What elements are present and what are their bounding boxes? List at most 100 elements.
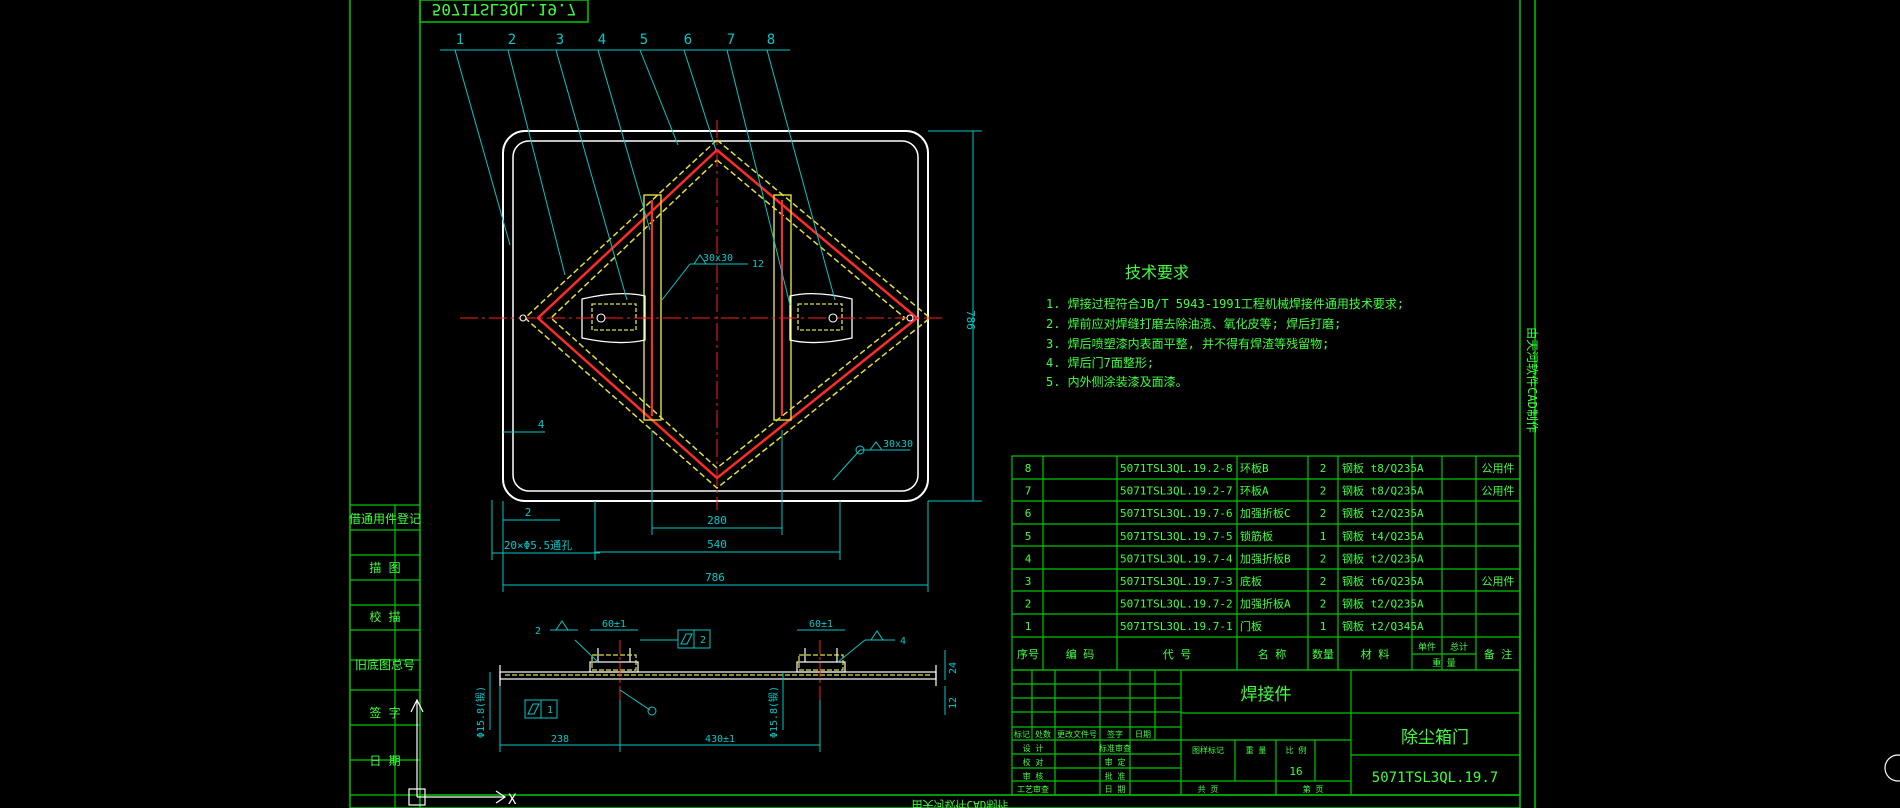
bom-cell-name: 门板 — [1240, 619, 1262, 633]
bom-cell-code: 5071TSL3QL.19.7-5 — [1120, 530, 1233, 543]
flatness-symbol-icon — [527, 633, 693, 715]
balloon-leaders — [440, 49, 836, 306]
bom-cell-mat: 钢板 t4/Q235A — [1342, 529, 1424, 543]
dim-width-540: 540 — [707, 538, 727, 551]
bom-cell-no: 4 — [1025, 552, 1032, 565]
bom-cell-qty: 2 — [1320, 552, 1327, 565]
bom-cell-mat: 钢板 t2/Q345A — [1342, 619, 1424, 633]
bom-cell-qty: 2 — [1320, 507, 1327, 520]
dim-gap-2: 2 — [525, 506, 532, 519]
bom-cell-note: 公用件 — [1482, 462, 1515, 475]
bom-cell-note: 公用件 — [1482, 485, 1515, 498]
bom-cell-qty: 1 — [1320, 530, 1327, 543]
bom-cell-mat: 钢板 t8/Q235A — [1342, 484, 1424, 498]
bom-cell-note: 公用件 — [1482, 575, 1515, 588]
weld-annotation-top — [661, 254, 748, 301]
side-label: 描 图 — [369, 561, 400, 575]
bom-cell-mat: 钢板 t2/Q235A — [1342, 551, 1424, 565]
dim-width: 786 — [705, 571, 725, 584]
tech-item: 2. 焊前应对焊缝打磨去除油渍、氧化皮等; 焊后打磨; — [1046, 316, 1341, 331]
role-label: 工艺审查 — [1017, 784, 1049, 794]
bom-cell-no: 1 — [1025, 620, 1032, 633]
bom-header-cell: 编 码 — [1066, 647, 1095, 661]
bom-header-cell: 序号 — [1017, 647, 1039, 661]
role-label: 设 计 — [1023, 743, 1044, 753]
bom-header-cell: 代 号 — [1163, 648, 1192, 661]
weld-top-num: 12 — [752, 259, 764, 270]
sec-dim-dia-right: Φ15.8(锻) — [767, 686, 780, 738]
rev-header: 更改文件号 — [1057, 729, 1097, 739]
stage-header: 图样标记 — [1192, 745, 1224, 755]
tech-item: 5. 内外侧涂装漆及面漆。 — [1046, 374, 1188, 389]
stage-header: 比 例 — [1286, 745, 1307, 755]
center-lines — [460, 120, 945, 510]
tech-requirements: 技术要求 1. 焊接过程符合JB/T 5943-1991工程机械焊接件通用技术要… — [1046, 263, 1404, 389]
sec-weld-right: 4 — [900, 636, 906, 647]
side-label: 借通用件登记 — [349, 511, 421, 526]
bom-cell-no: 5 — [1025, 530, 1032, 543]
role-label: 校 对 — [1023, 757, 1044, 767]
mounting-holes — [519, 313, 914, 323]
bom-cell-name: 加强折板B — [1240, 551, 1291, 565]
dim-width-280: 280 — [707, 514, 727, 527]
ucs-x-axis-label: X — [508, 792, 517, 808]
bom-cell-mat: 钢板 t6/Q235A — [1342, 574, 1424, 588]
side-stamp-labels: 借通用件登记 描 图 校 描 旧底图总号 签 字 日 期 — [349, 511, 421, 768]
bom-cell-mat: 钢板 t2/Q235A — [1342, 597, 1424, 611]
sec-dim-h1: 24 — [948, 662, 959, 674]
role-label: 审 定 — [1105, 757, 1126, 767]
bom-header-cell: 重 量 — [1432, 657, 1455, 669]
rev-header: 标记 — [1014, 729, 1030, 739]
sec-flat-num: 1 — [547, 705, 553, 716]
rev-header: 日期 — [1135, 730, 1151, 739]
sec-weld-left: 2 — [535, 626, 541, 637]
balloon: 6 — [684, 32, 692, 48]
bom-header-cell: 数量 — [1312, 648, 1334, 661]
bottom-label: 由天河软件CAD制作 — [912, 798, 1009, 808]
ucs-icon: X — [408, 698, 517, 808]
part-name: 除尘箱门 — [1401, 728, 1469, 748]
sec-flat-top-num: 2 — [700, 635, 706, 646]
role-label: 批 准 — [1105, 771, 1126, 781]
role-label: 标准审查 — [1099, 743, 1131, 753]
rev-header: 处数 — [1035, 729, 1051, 739]
section-view: 238 430±1 Φ15.8(锻) Φ15.8(锻) 60±1 60±1 24… — [474, 619, 959, 752]
balloon: 4 — [598, 32, 606, 48]
tech-item: 3. 焊后喷塑漆内表面平整, 并不得有焊渣等残留物; — [1046, 336, 1329, 351]
bom-header-cell: 名 称 — [1258, 647, 1287, 661]
bom-cell-no: 6 — [1025, 507, 1032, 520]
bom-cell-name: 底板 — [1240, 574, 1262, 588]
sheet-cell: 共 页 — [1198, 785, 1219, 794]
sec-dim-h2: 12 — [948, 697, 959, 709]
bom-cell-qty: 1 — [1320, 620, 1327, 633]
sec-dim-left: 238 — [551, 734, 569, 745]
title-text: 焊接件 — [1241, 685, 1292, 705]
dim-holes: 20×Φ5.5通孔 — [504, 539, 572, 552]
bom-cell-code: 5071TSL3QL.19.2-7 — [1120, 485, 1233, 498]
vertical-stiffeners — [643, 194, 792, 421]
bom-cell-mat: 钢板 t8/Q235A — [1342, 461, 1424, 475]
weld-top-text: 30x30 — [703, 253, 733, 264]
bom-cell-name: 加强折板C — [1240, 506, 1291, 520]
dim-height: 786 — [964, 310, 977, 330]
top-drawing-number: 5071TSL3QL.19.7 — [419, 0, 589, 23]
balloon: 8 — [767, 32, 775, 48]
balloon: 7 — [727, 32, 735, 48]
viewcube-circle-icon[interactable] — [1884, 754, 1900, 782]
tech-item: 4. 焊后门7面整形; — [1046, 355, 1154, 370]
role-label: 审 核 — [1023, 771, 1044, 781]
title-block — [1011, 669, 1521, 796]
balloon: 3 — [556, 32, 564, 48]
sheet-count: 16 — [1289, 765, 1302, 778]
diamond-stiffener — [523, 139, 932, 489]
vertical-side-label: 由天河软件CAD制作 — [1525, 327, 1539, 433]
balloon: 1 — [456, 32, 464, 48]
bom-cell-name: 环板A — [1240, 484, 1269, 498]
bom-header-cell: 材 料 — [1361, 647, 1390, 661]
weld-bottom-text: 30x30 — [883, 439, 913, 450]
bom-table — [1011, 455, 1521, 671]
bom-cell-qty: 2 — [1320, 598, 1327, 611]
stage-header: 重 量 — [1246, 745, 1267, 755]
